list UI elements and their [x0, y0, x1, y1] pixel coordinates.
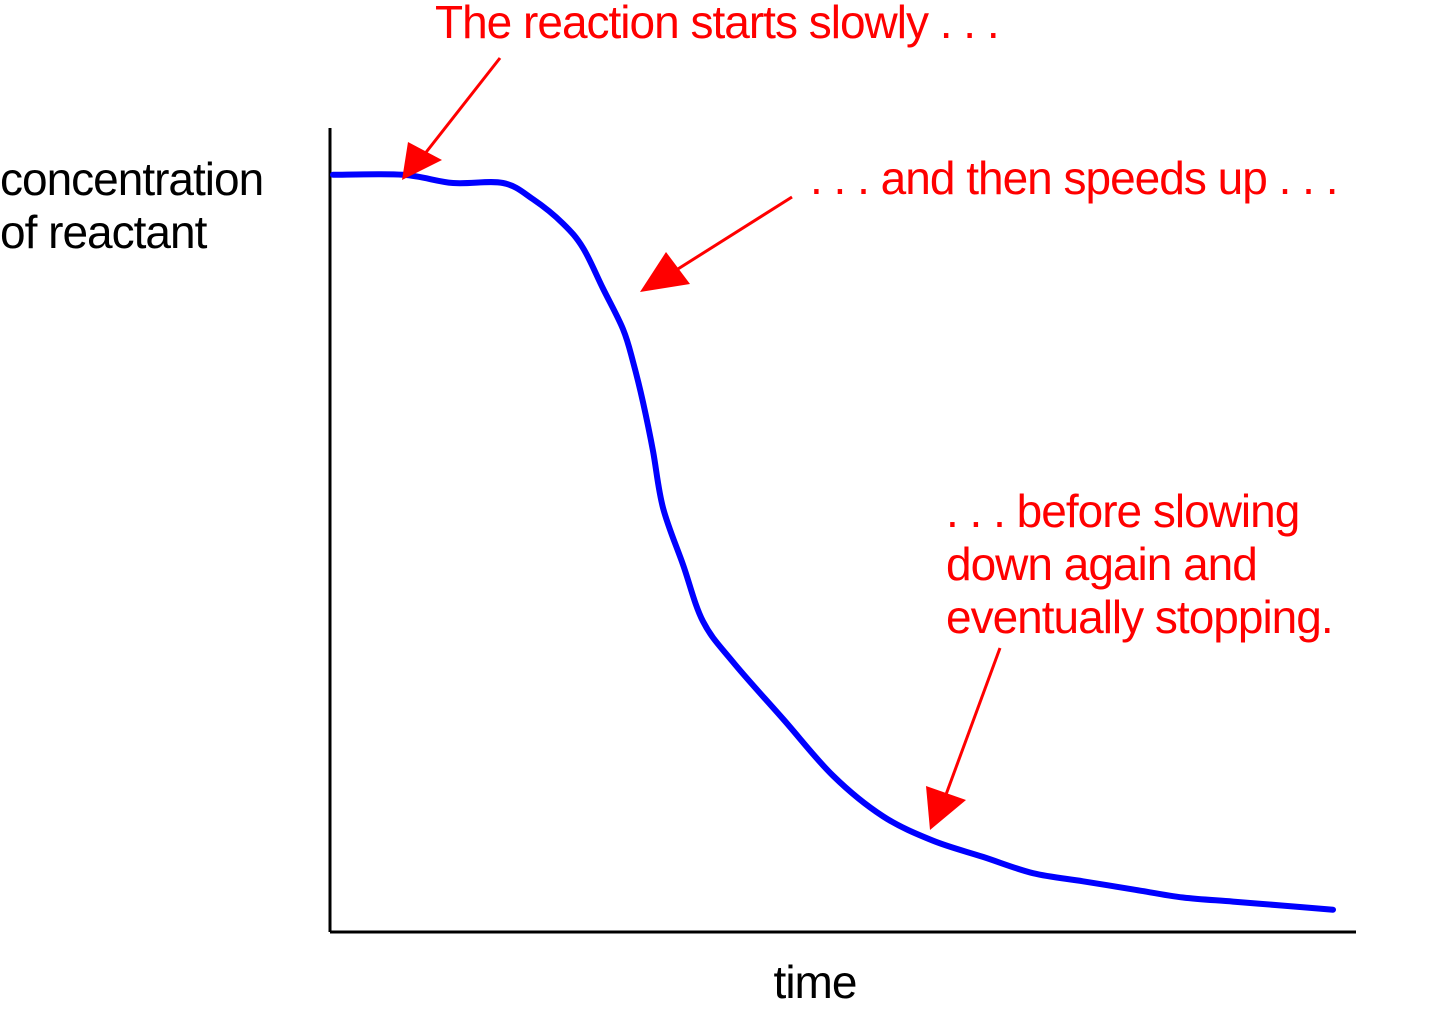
arrowhead-starts-slowly: [402, 142, 442, 180]
annotation-starts-slowly: The reaction starts slowly . . .: [435, 0, 999, 48]
arrowhead-speeds-up: [640, 252, 690, 292]
x-axis-label: time: [774, 956, 857, 1008]
arrowhead-slowing: [926, 786, 966, 830]
y-axis-label-line-1: concentration: [0, 153, 263, 205]
annotation-arrow-slowing: [942, 647, 1002, 801]
annotation-slowing-line-1: . . . before slowing: [946, 485, 1299, 537]
y-axis-label-line-2: of reactant: [0, 206, 208, 258]
annotation-speeds-up: . . . and then speeds up . . .: [810, 152, 1337, 204]
annotation-slowing-line-3: eventually stopping.: [946, 591, 1333, 643]
reactant-concentration-curve: [330, 171, 1336, 913]
annotation-arrow-speeds-up: [669, 195, 793, 276]
annotation-slowing-line-2: down again and: [946, 538, 1257, 590]
annotation-arrow-starts-slowly: [418, 57, 502, 161]
